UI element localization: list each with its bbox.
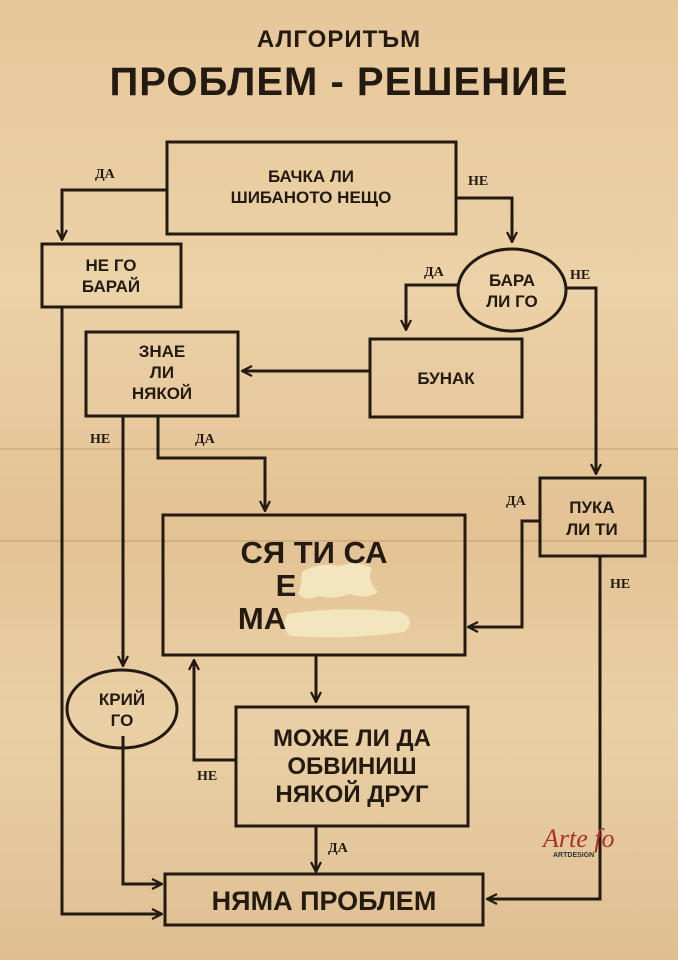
title-algorithm: АЛГОРИТЪМ [256, 26, 422, 53]
works-line1: БАЧКА ЛИ [268, 167, 354, 186]
label-blame-yes: ДА [328, 841, 349, 856]
label-care-yes: ДА [506, 494, 527, 509]
edge-care-yes [468, 519, 540, 627]
do-you-care-line1: ПУКА [569, 498, 614, 517]
edge-touch-no [566, 286, 596, 474]
node-blame-box [234, 705, 470, 828]
logo-script: Arte fo [543, 824, 615, 853]
anyone-knows-line2: ЛИ [150, 363, 174, 382]
label-touch-yes: ДА [424, 265, 445, 280]
edge-works-yes [62, 188, 167, 240]
title-problem-solution: ПРОБЛЕМ - РЕШЕНИЕ [109, 60, 569, 104]
edge-touch-yes [406, 283, 458, 330]
censor-blotch [298, 563, 378, 599]
node-no-problem-box [163, 872, 485, 927]
edge-care-no [487, 556, 602, 899]
did-you-touch-line2: ЛИ ГО [486, 292, 538, 311]
node-works-box [165, 140, 458, 236]
paper-fold [0, 540, 678, 542]
logo-subtitle: ARTDESIGN [553, 852, 595, 859]
label-knows-yes: ДА [195, 432, 216, 447]
screwed-line3: МА [238, 601, 286, 636]
edge-hide-to-noproblem [121, 736, 162, 884]
label-works-no: НЕ [468, 174, 488, 189]
paper-fold [0, 448, 678, 450]
screwed-line2: Е [276, 568, 297, 603]
screwed-line1: СЯ ТИ СА [240, 535, 387, 570]
censor-blotch [284, 609, 411, 638]
no-problem-text: НЯМА ПРОБЛЕМ [212, 886, 437, 916]
node-idiot-box [368, 337, 524, 419]
node-hide-it-ellipse [65, 668, 179, 750]
node-do-you-care-box [538, 476, 647, 558]
artefo-logo: Arte fo ARTDESIGN [543, 824, 615, 860]
anyone-knows-line1: ЗНАЕ [139, 342, 186, 361]
blame-line2: ОБВИНИШ [287, 753, 416, 780]
blame-line3: НЯКОЙ ДРУГ [275, 780, 429, 808]
label-care-no: НЕ [610, 577, 630, 592]
works-line2: ШИБАНОТО НЕЩО [231, 188, 392, 207]
label-blame-no: НЕ [197, 769, 217, 784]
node-anyone-knows-box [84, 330, 240, 418]
node-screwed-box [161, 513, 467, 657]
idiot-line1: БУНАК [417, 369, 475, 388]
do-you-care-line2: ЛИ ТИ [566, 520, 617, 539]
label-knows-no: НЕ [90, 432, 110, 447]
blame-line1: МОЖЕ ЛИ ДА [273, 725, 431, 752]
dont-touch-line1: НЕ ГО [86, 256, 137, 275]
label-works-yes: ДА [95, 167, 116, 182]
dont-touch-line2: БАРАЙ [82, 277, 140, 296]
label-touch-no: НЕ [570, 268, 590, 283]
edge-works-no [456, 196, 512, 242]
edge-knows-yes [156, 416, 265, 511]
hide-it-line2: ГО [111, 711, 134, 730]
node-did-you-touch-ellipse [456, 247, 568, 333]
edge-blame-no [194, 660, 236, 762]
node-dont-touch-box [40, 242, 183, 309]
did-you-touch-line1: БАРА [489, 271, 535, 290]
hide-it-line1: КРИЙ [99, 690, 145, 709]
anyone-knows-line3: НЯКОЙ [132, 384, 192, 403]
edge-donttouch-to-noproblem [60, 307, 162, 914]
